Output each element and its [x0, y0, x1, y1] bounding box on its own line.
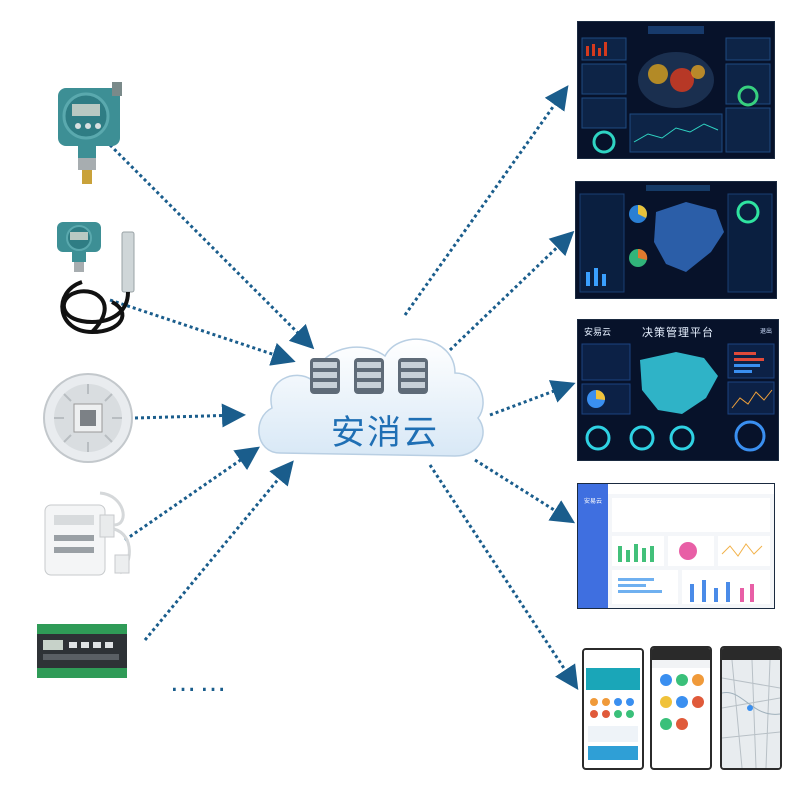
arrow-in-5 — [143, 460, 294, 641]
screen3-brand: 安易云 — [584, 328, 612, 338]
pressure-transmitter-icon — [58, 82, 122, 184]
cloud — [258, 338, 484, 457]
dashboard-screen-3: 安易云 决策管理平台 退出 — [578, 320, 778, 460]
screen3-exit-button: 退出 — [759, 328, 772, 335]
dashboard-screen-4-graphics — [578, 484, 774, 608]
cloud-label: 安消云 — [331, 413, 439, 453]
gas-detector-icon — [44, 491, 131, 576]
more-devices-ellipsis: …… — [170, 668, 230, 698]
mobile-app-screen-2-graphics — [652, 648, 710, 730]
screen4-brand: 安易云 — [584, 498, 603, 505]
arrow-out-4 — [474, 458, 576, 524]
arrow-in-4 — [124, 446, 260, 542]
level-transmitter-icon — [57, 222, 135, 335]
dashboard-screen-1-graphics — [581, 26, 771, 154]
mobile-app-screen-2 — [650, 646, 712, 770]
mobile-app-screen-1-graphics — [584, 650, 642, 760]
arrow-out-2 — [448, 230, 575, 352]
arrow-in-3 — [134, 403, 246, 428]
arrow-out-3 — [489, 380, 576, 417]
arrow-out-1 — [403, 85, 569, 316]
mobile-app-screen-3 — [720, 646, 782, 770]
arrow-in-2 — [109, 298, 296, 366]
arrow-in-1 — [108, 143, 315, 350]
server-icons — [310, 358, 428, 394]
dashboard-screen-2 — [576, 182, 776, 298]
mobile-app-screen-1 — [582, 648, 644, 770]
dashboard-screen-3-graphics — [581, 343, 775, 452]
smoke-detector-icon — [43, 373, 133, 463]
io-controller-icon — [37, 624, 127, 678]
screen3-title: 决策管理平台 — [642, 326, 714, 339]
dashboard-screen-4: 安易云 — [578, 484, 774, 608]
arrow-out-5 — [428, 464, 579, 691]
dashboard-screen-1 — [578, 22, 774, 158]
mobile-app-screen-3-graphics — [722, 648, 780, 768]
dashboard-screen-2-graphics — [579, 185, 773, 293]
